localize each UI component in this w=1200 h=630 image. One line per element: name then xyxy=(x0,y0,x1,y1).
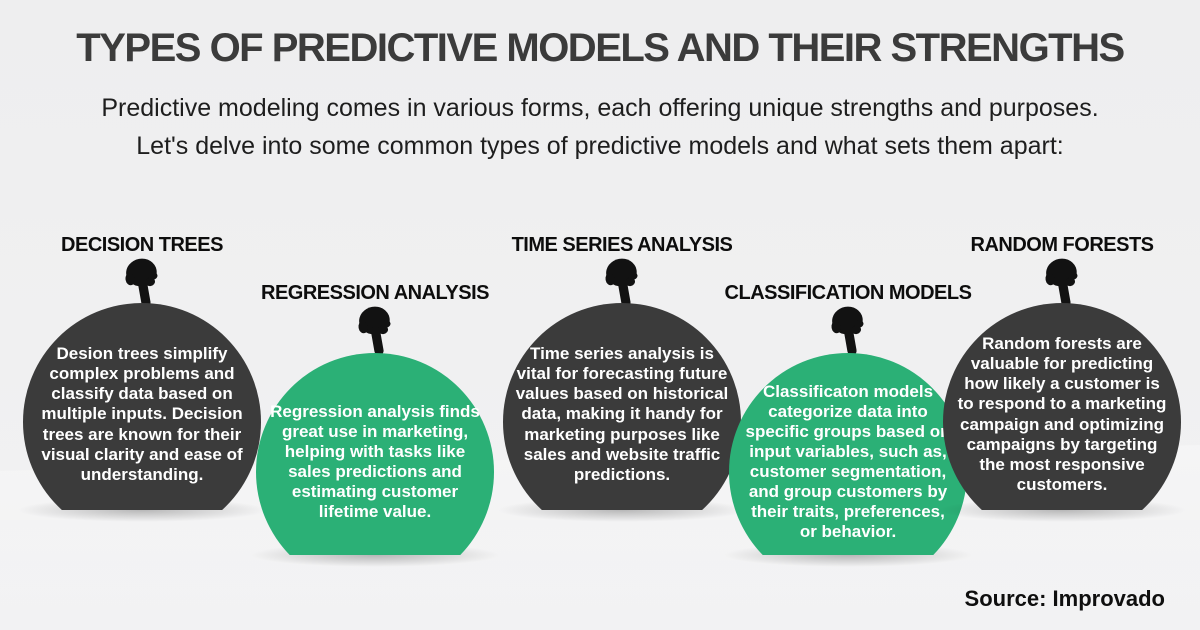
bubble-disc xyxy=(23,303,261,510)
model-heading: RANDOM FORESTS xyxy=(932,234,1192,257)
model-bubble: Classificaton models categorize data int… xyxy=(729,353,967,555)
model-description: Regression analysis finds great use in m… xyxy=(256,353,494,555)
model-random-forests: RANDOM FORESTS Random forests are valuab… xyxy=(927,0,1197,630)
page-subtitle: Predictive modeling comes in various for… xyxy=(0,90,1200,165)
subtitle-line-1: Predictive modeling comes in various for… xyxy=(101,94,1099,122)
model-description-text: Classificaton models categorize data int… xyxy=(745,381,951,542)
model-description-text: Desion trees simplify complex problems a… xyxy=(41,344,243,484)
model-description: Desion trees simplify complex problems a… xyxy=(23,303,261,510)
model-regression-analysis: REGRESSION ANALYSIS Regression analysis … xyxy=(240,0,510,630)
bubble-disc xyxy=(503,303,741,510)
model-description: Time series analysis is vital for foreca… xyxy=(503,303,741,510)
model-heading-label: RANDOM FORESTS xyxy=(970,234,1155,256)
model-heading: TIME SERIES ANALYSIS xyxy=(492,234,752,257)
model-heading-label: REGRESSION ANALYSIS xyxy=(261,282,489,304)
hand-pointing-down-icon xyxy=(12,257,272,311)
source-credit: Source: Improvado xyxy=(964,586,1165,611)
model-description: Classificaton models categorize data int… xyxy=(729,353,967,555)
model-description-text: Regression analysis finds great use in m… xyxy=(270,401,480,522)
model-heading: REGRESSION ANALYSIS xyxy=(245,282,505,305)
model-description: Random forests are valuable for predicti… xyxy=(943,303,1181,510)
model-heading-label: DECISION TREES xyxy=(61,234,223,256)
model-heading: DECISION TREES xyxy=(12,234,272,257)
model-heading-label: CLASSIFICATION MODELS xyxy=(724,282,972,304)
model-classification-models: CLASSIFICATION MODELS Classificaton mode… xyxy=(713,0,983,630)
hand-pointing-down-icon xyxy=(932,257,1192,311)
bubble-disc xyxy=(729,353,967,555)
hand-pointing-down-icon xyxy=(492,257,752,311)
model-decision-trees: DECISION TREES Desion trees simplify com… xyxy=(7,0,277,630)
page-title: TYPES OF PREDICTIVE MODELS AND THEIR STR… xyxy=(76,26,1125,70)
model-heading-label: TIME SERIES ANALYSIS xyxy=(511,234,733,256)
model-bubble: Desion trees simplify complex problems a… xyxy=(23,303,261,510)
bubble-disc xyxy=(256,353,494,555)
model-heading: CLASSIFICATION MODELS xyxy=(718,282,978,305)
hand-pointing-down-icon xyxy=(245,305,505,359)
hand-pointing-down-icon xyxy=(718,305,978,359)
model-bubble: Random forests are valuable for predicti… xyxy=(943,303,1181,510)
bubble-disc xyxy=(943,303,1181,510)
subtitle-line-2: Let's delve into some common types of pr… xyxy=(136,131,1064,160)
model-time-series-analysis: TIME SERIES ANALYSIS Time series analysi… xyxy=(487,0,757,630)
model-description-text: Time series analysis is vital for foreca… xyxy=(515,344,729,484)
model-bubble: Time series analysis is vital for foreca… xyxy=(503,303,741,510)
model-description-text: Random forests are valuable for predicti… xyxy=(957,334,1167,494)
model-bubble: Regression analysis finds great use in m… xyxy=(256,353,494,555)
